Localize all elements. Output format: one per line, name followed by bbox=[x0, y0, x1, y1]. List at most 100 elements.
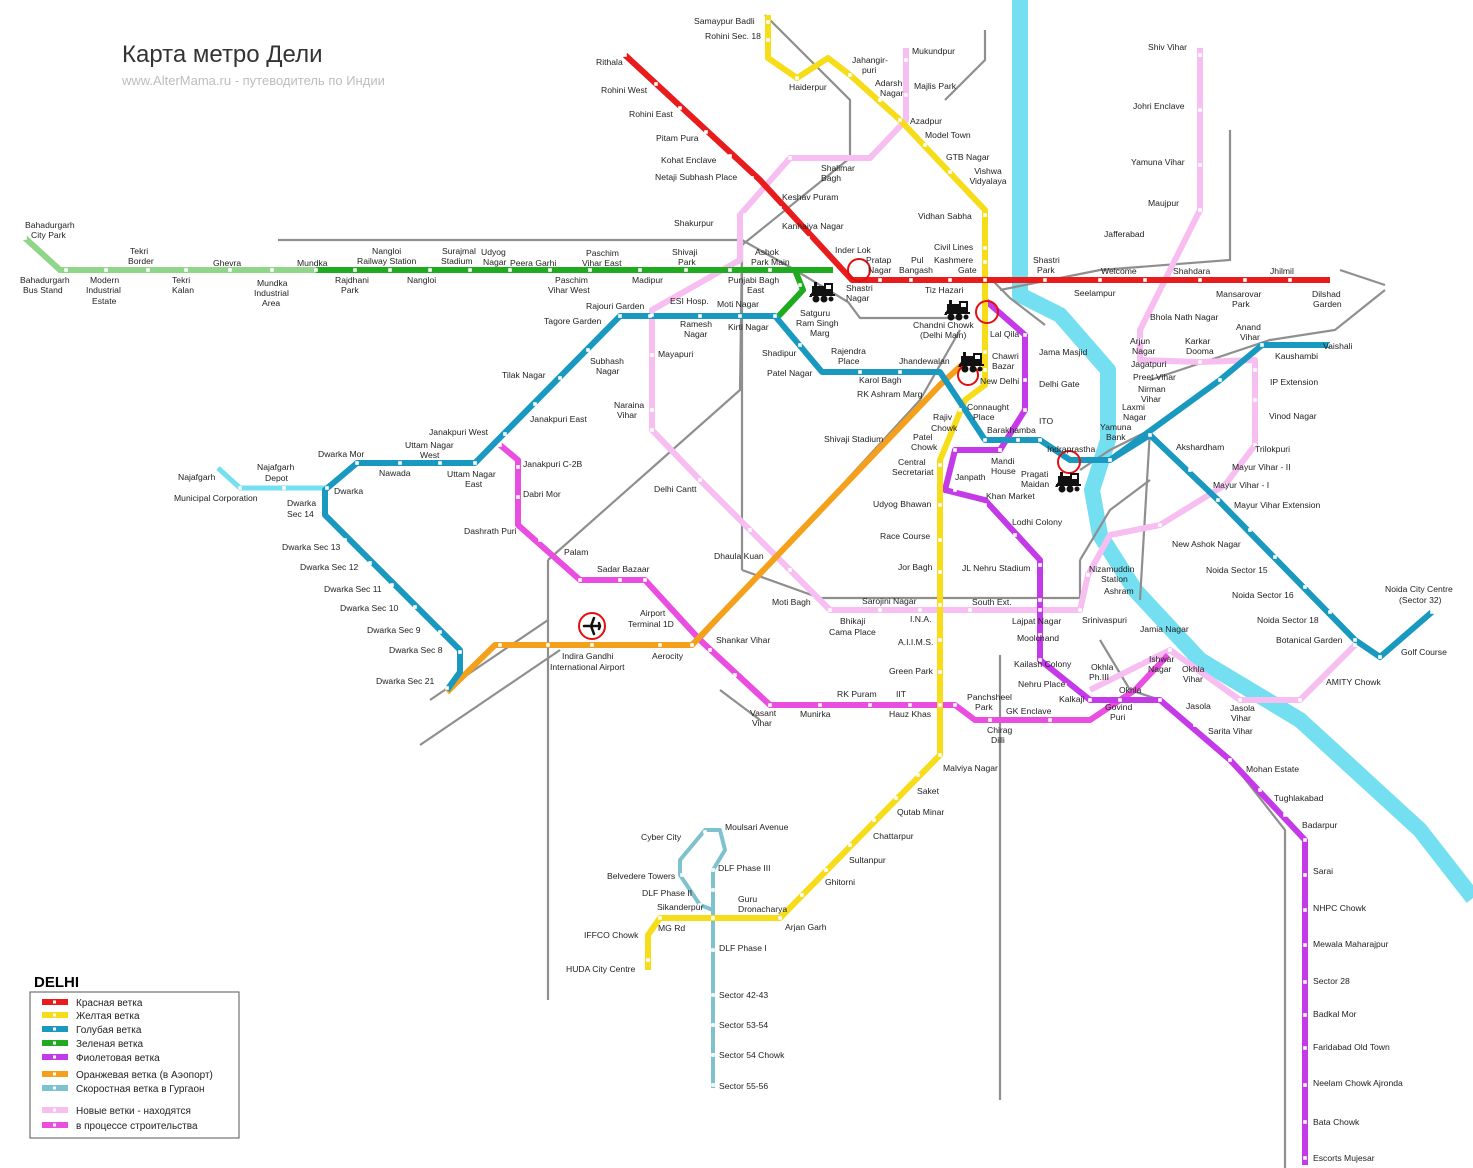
station-marker bbox=[894, 796, 898, 800]
station-label: Nirman bbox=[1138, 384, 1166, 394]
station-label: Najafgarh bbox=[178, 472, 215, 482]
station-marker bbox=[654, 82, 658, 86]
station-label: Naraina bbox=[614, 400, 644, 410]
station-label: Lajpat Nagar bbox=[1012, 616, 1061, 626]
station-label: (Delhi Main) bbox=[920, 330, 966, 340]
station-label: House bbox=[991, 466, 1016, 476]
station-label: Dwarka Sec 21 bbox=[376, 676, 434, 686]
station-label: Shadipur bbox=[762, 348, 797, 358]
legend-label: Фиолетовая ветка bbox=[76, 1053, 160, 1064]
station-marker bbox=[1353, 643, 1357, 647]
station-label: (Sector 32) bbox=[1399, 595, 1442, 605]
station-marker bbox=[938, 638, 942, 642]
station-marker bbox=[503, 432, 507, 436]
station-marker bbox=[983, 350, 987, 354]
station-label: Shastri bbox=[1033, 255, 1060, 265]
station-marker bbox=[878, 278, 882, 282]
station-marker bbox=[788, 156, 792, 160]
station-marker bbox=[516, 465, 520, 469]
station-label: Ghevra bbox=[213, 258, 241, 268]
station-label: Moti Bagh bbox=[772, 597, 811, 607]
station-marker bbox=[558, 376, 562, 380]
station-label: Keshav Puram bbox=[782, 192, 838, 202]
station-label: Dwarka Sec 13 bbox=[282, 542, 340, 552]
station-marker bbox=[728, 268, 732, 272]
station-marker bbox=[858, 370, 862, 374]
station-marker bbox=[104, 268, 108, 272]
station-marker bbox=[948, 170, 952, 174]
station-label: Modern bbox=[90, 275, 119, 285]
station-marker bbox=[768, 268, 772, 272]
station-marker bbox=[1378, 655, 1382, 659]
station-marker bbox=[650, 353, 654, 357]
station-marker bbox=[983, 260, 987, 264]
station-label: Karol Bagh bbox=[859, 375, 902, 385]
station-label: Mundka bbox=[257, 278, 288, 288]
station-label: Dronacharya bbox=[738, 904, 787, 914]
station-marker bbox=[1088, 698, 1092, 702]
station-label: Khan Market bbox=[986, 491, 1035, 501]
station-label: Industrial bbox=[86, 285, 121, 295]
station-marker bbox=[711, 888, 715, 892]
station-label: AMITY Chowk bbox=[1326, 677, 1381, 687]
locomotive-icon bbox=[944, 300, 970, 321]
station-label: Bank bbox=[1106, 432, 1126, 442]
station-label: Barakhamba bbox=[987, 425, 1036, 435]
station-label: Ishwar bbox=[1149, 654, 1174, 664]
station-label: Tiz Hazari bbox=[925, 285, 963, 295]
station-marker bbox=[678, 106, 682, 110]
station-label: Kashmere bbox=[934, 255, 973, 265]
station-marker bbox=[1303, 1083, 1307, 1087]
station-marker bbox=[650, 428, 654, 432]
station-label: Kirti Nagar bbox=[728, 322, 769, 332]
station-marker bbox=[711, 916, 715, 920]
station-label: Rithala bbox=[596, 57, 623, 67]
station-label: Akshardham bbox=[1176, 442, 1224, 452]
station-marker bbox=[680, 873, 684, 877]
station-marker bbox=[586, 348, 590, 352]
station-marker bbox=[948, 278, 952, 282]
station-marker bbox=[878, 608, 882, 612]
station-label: puri bbox=[862, 65, 876, 75]
station-label: Delhi Gate bbox=[1039, 379, 1080, 389]
station-marker bbox=[698, 314, 702, 318]
station-label: Mukundpur bbox=[912, 46, 955, 56]
station-label: Surajmal bbox=[442, 246, 476, 256]
station-marker bbox=[988, 718, 992, 722]
legend-swatch-dot bbox=[53, 1013, 56, 1017]
station-marker bbox=[618, 314, 622, 318]
station-label: Arjan Garh bbox=[785, 922, 827, 932]
line-yellow bbox=[645, 15, 988, 970]
station-label: South Ext. bbox=[972, 597, 1012, 607]
station-label: Ashok bbox=[755, 247, 780, 257]
station-label: Sector 55-56 bbox=[719, 1081, 768, 1091]
station-label: Place bbox=[838, 356, 860, 366]
station-marker bbox=[766, 20, 770, 24]
station-marker bbox=[983, 246, 987, 250]
station-label: Ghitorni bbox=[825, 877, 855, 887]
interchange-ring-icon bbox=[847, 258, 871, 282]
station-label: Noida Sector 16 bbox=[1232, 590, 1294, 600]
station-label: Station bbox=[1101, 574, 1128, 584]
station-marker bbox=[953, 448, 957, 452]
line-red bbox=[622, 52, 1330, 283]
legend-label: Новые ветки - находятся bbox=[76, 1106, 191, 1117]
station-marker bbox=[1253, 443, 1257, 447]
station-marker bbox=[238, 486, 242, 490]
station-label: Vihar bbox=[1240, 332, 1260, 342]
station-label: Civil Lines bbox=[934, 242, 973, 252]
station-label: Trilokpuri bbox=[1255, 444, 1290, 454]
station-marker bbox=[438, 630, 442, 634]
station-marker bbox=[1138, 363, 1142, 367]
station-marker bbox=[798, 343, 802, 347]
station-label: Maujpur bbox=[1148, 198, 1179, 208]
station-label: Garden bbox=[1313, 299, 1342, 309]
station-label: Dwarka Sec 8 bbox=[389, 645, 443, 655]
station-marker bbox=[590, 643, 594, 647]
station-label: Badkal Mor bbox=[1313, 1009, 1357, 1019]
interchange-ring-icon bbox=[975, 300, 999, 324]
station-marker bbox=[1168, 648, 1172, 652]
station-marker bbox=[314, 268, 318, 272]
station-marker bbox=[778, 206, 782, 210]
legend-label: Оранжевая ветка (в Аэопорт) bbox=[76, 1070, 213, 1081]
